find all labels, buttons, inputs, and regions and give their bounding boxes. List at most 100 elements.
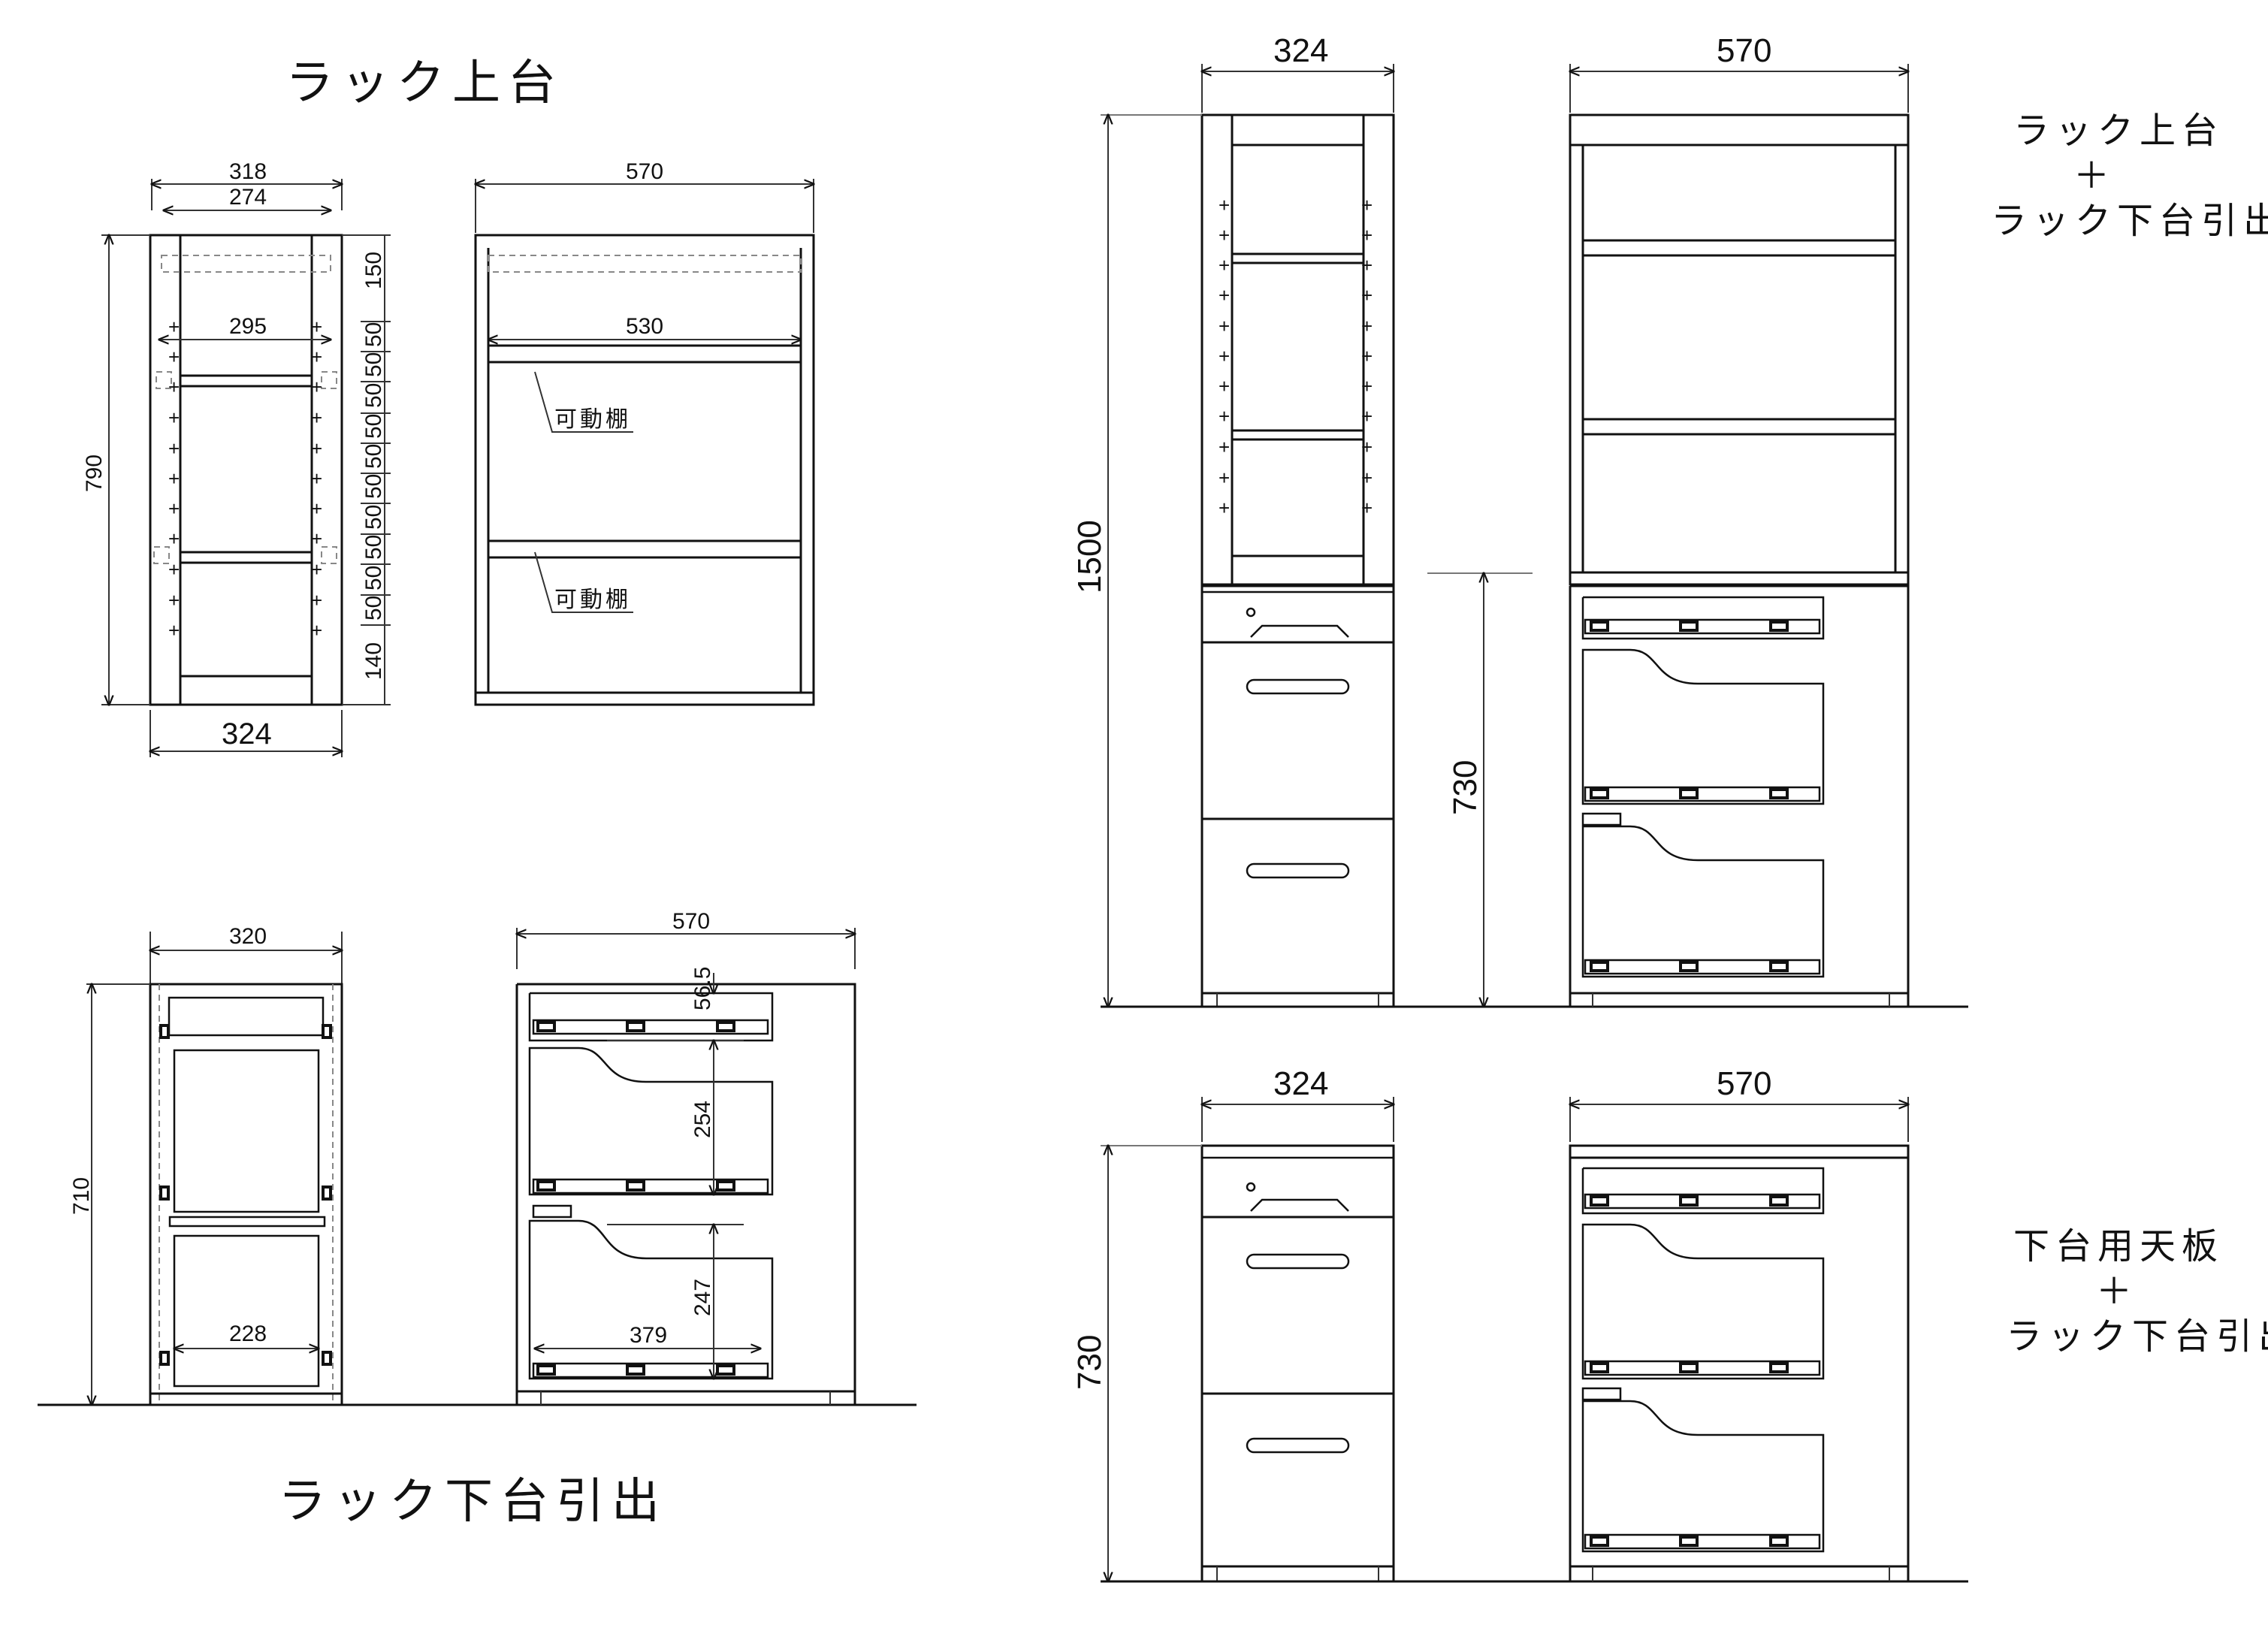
peg-holes-upper-side: + + + + + + + + + + + + + + + + + + + + + +	[168, 316, 322, 642]
svg-text:+: +	[168, 316, 180, 338]
svg-text:+: +	[1361, 345, 1373, 367]
dim-lower-front-width: 570	[672, 909, 710, 934]
svg-text:+: +	[1361, 315, 1373, 337]
svg-text:+: +	[1361, 405, 1373, 427]
dim-pitch-2: 50	[361, 352, 386, 377]
peg-holes-assy1: + + + + + + + + + + + + + + + + + + + + + +	[1219, 194, 1373, 519]
lower-rack-side-view: 320 228 710	[38, 924, 917, 1406]
dim-upper-front-width: 570	[626, 159, 663, 184]
assembly-2-front-view: 570	[1569, 1065, 1910, 1583]
svg-text:+: +	[311, 558, 322, 581]
dim-pitch-bottom: 140	[361, 642, 386, 680]
svg-text:+: +	[1219, 345, 1230, 367]
dim-upper-height: 790	[82, 455, 107, 492]
dim-upper-inner-width: 274	[229, 185, 267, 210]
dim-assy2-height: 730	[1071, 1335, 1108, 1390]
svg-text:+: +	[311, 497, 322, 520]
svg-text:+: +	[1361, 497, 1373, 519]
assembly-1-side-view: 324 + + + + + + + + + + + + + + + + + + + + + +	[1071, 32, 1968, 1008]
svg-text:+: +	[168, 406, 180, 429]
svg-text:+: +	[168, 558, 180, 581]
dim-drawer-3-height: 247	[690, 1279, 715, 1316]
combo2-line2: ＋	[2096, 1272, 2138, 1312]
dim-pitch-7: 50	[361, 505, 386, 530]
dim-lower-height: 710	[69, 1177, 94, 1215]
combo2-line1: 下台用天板	[2013, 1227, 2224, 1267]
assembly-1-front-view: 570	[1569, 32, 1910, 1007]
dim-lower-width: 320	[229, 924, 267, 949]
svg-text:+: +	[1219, 375, 1230, 397]
svg-text:+: +	[168, 527, 180, 550]
dim-drawer-offset: 56.5	[690, 967, 715, 1010]
svg-text:+: +	[311, 346, 322, 368]
svg-text:+: +	[1361, 284, 1373, 307]
dim-assy1-lower-height: 730	[1447, 760, 1484, 815]
dim-pitch-8: 50	[361, 535, 386, 560]
svg-text:+: +	[168, 497, 180, 520]
svg-text:+: +	[1219, 194, 1230, 216]
svg-text:+: +	[1219, 254, 1230, 276]
svg-text:+: +	[311, 316, 322, 338]
svg-text:+: +	[1361, 194, 1373, 216]
lower-rack-front-view: 570 56.5 254 247	[515, 909, 856, 1405]
dim-assy1-front-width: 570	[1717, 32, 1771, 69]
svg-text:+: +	[168, 619, 180, 642]
svg-text:+: +	[168, 589, 180, 612]
svg-text:+: +	[311, 619, 322, 642]
svg-text:+: +	[1219, 497, 1230, 519]
combo1-line1: ラック上台	[2013, 111, 2224, 151]
title-rack-lower-drawer: ラック下台引出	[278, 1474, 667, 1528]
svg-text:+: +	[1219, 284, 1230, 307]
svg-text:+: +	[1219, 436, 1230, 458]
title-rack-upper: ラック上台	[285, 56, 563, 110]
dim-pitch-5: 50	[361, 444, 386, 469]
label-movable-shelf-1: 可動棚	[554, 407, 631, 432]
svg-text:+: +	[168, 467, 180, 490]
dim-assy1-total-height: 1500	[1071, 520, 1108, 593]
svg-text:+: +	[1361, 224, 1373, 246]
svg-text:+: +	[1219, 224, 1230, 246]
dim-upper-base-width: 324	[222, 717, 272, 751]
combo1-line2: ＋	[2073, 156, 2115, 196]
dim-pitch-1: 50	[361, 322, 386, 347]
svg-text:+: +	[1361, 254, 1373, 276]
title-combo-1: ラック上台 ＋ ラック下台引出	[1991, 111, 2268, 241]
dim-pitch-9: 50	[361, 566, 386, 590]
svg-text:+: +	[311, 376, 322, 398]
svg-text:+: +	[311, 467, 322, 490]
svg-text:+: +	[1219, 467, 1230, 489]
combo1-line3: ラック下台引出	[1991, 201, 2268, 241]
svg-text:+: +	[168, 437, 180, 460]
svg-text:+: +	[1361, 375, 1373, 397]
svg-text:+: +	[168, 376, 180, 398]
dim-upper-outer-width: 318	[229, 159, 267, 184]
dim-lower-inner-width: 228	[229, 1321, 267, 1346]
title-combo-2: 下台用天板 ＋ ラック下台引出	[2006, 1227, 2268, 1357]
upper-rack-side-view: 318 274 295 + + + + + + + + + + + + + + + +	[82, 159, 391, 757]
svg-text:+: +	[1219, 315, 1230, 337]
svg-text:+: +	[168, 346, 180, 368]
svg-text:+: +	[1361, 436, 1373, 458]
combo2-line3: ラック下台引出	[2006, 1317, 2268, 1357]
dim-assy1-side-width: 324	[1273, 32, 1328, 69]
dim-pitch-3: 50	[361, 383, 386, 408]
dim-assy2-side-width: 324	[1273, 1065, 1328, 1102]
dim-assy2-front-width: 570	[1717, 1065, 1771, 1102]
svg-text:+: +	[1219, 405, 1230, 427]
svg-text:+: +	[311, 589, 322, 612]
svg-text:+: +	[1361, 467, 1373, 489]
dim-pitch-4: 50	[361, 414, 386, 439]
svg-text:+: +	[311, 406, 322, 429]
dim-drawer-2-height: 254	[690, 1101, 715, 1138]
svg-text:+: +	[311, 527, 322, 550]
dim-pitch-6: 50	[361, 474, 386, 499]
label-movable-shelf-2: 可動棚	[554, 587, 631, 612]
assembly-2-side-view: 324 730	[1071, 1065, 1968, 1583]
dim-pitch-10: 50	[361, 596, 386, 621]
svg-text:+: +	[311, 437, 322, 460]
upper-rack-front-view: 570 530 可動棚 可動棚	[474, 159, 815, 706]
dim-rail-width: 379	[630, 1323, 667, 1348]
dim-upper-shelf-span: 530	[626, 314, 663, 339]
dim-upper-shelf-width: 295	[229, 314, 267, 339]
